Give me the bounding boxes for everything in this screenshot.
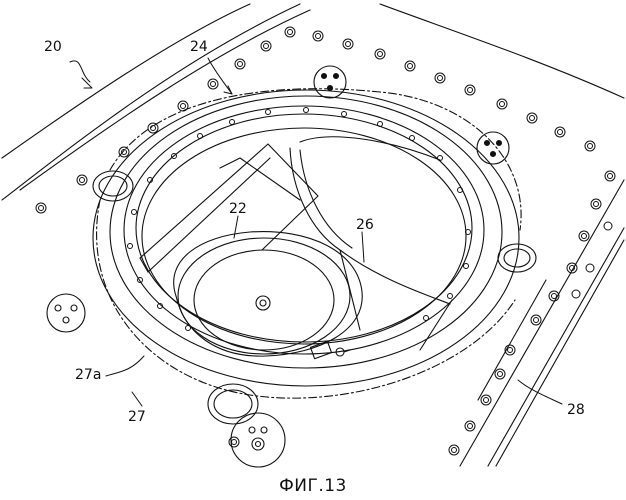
ref-label-27a: 27a xyxy=(75,368,101,382)
panel-rivets xyxy=(36,27,615,455)
ref-label-26: 26 xyxy=(356,218,374,232)
panel-upper-edge xyxy=(2,4,310,200)
ref-label-22: 22 xyxy=(229,202,247,216)
inner-ring xyxy=(124,106,484,354)
ref-label-24: 24 xyxy=(190,40,208,54)
outer-flange xyxy=(93,89,521,398)
right-strip xyxy=(460,180,624,466)
hub-disc xyxy=(174,232,363,357)
ref-label-28: 28 xyxy=(567,403,585,417)
ref-label-27: 27 xyxy=(128,410,146,424)
inner-blade xyxy=(290,137,452,350)
ref-label-20: 20 xyxy=(44,40,62,54)
panel-top-curve xyxy=(380,4,624,98)
patent-drawing xyxy=(0,0,626,468)
figure-caption: ФИГ.13 xyxy=(0,476,626,496)
